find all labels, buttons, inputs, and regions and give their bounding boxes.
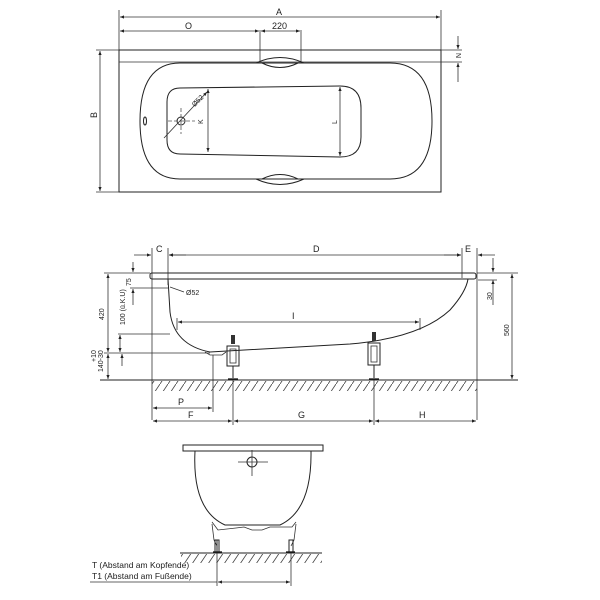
side-basin-profile [167,278,469,353]
label-B: B [89,112,99,118]
basin-outline [139,62,433,180]
label-C: C [156,244,163,254]
foot-right [367,332,381,380]
end-basin-profile [194,450,312,526]
label-F: F [188,410,194,420]
end-floor-hatch [181,554,322,563]
label-I: I [292,311,295,321]
label-D: D [313,244,320,254]
legend-T1: T1 (Abstand am Fußende) [92,571,192,581]
foot-left [226,335,240,380]
label-E: E [465,244,471,254]
end-view: T (Abstand am Kopfende) T1 (Abstand am F… [90,444,324,586]
label-P: P [178,397,184,407]
label-A: A [276,7,282,17]
label-overflow-diameter: Ø52 [186,290,199,297]
label-H: H [419,410,426,420]
label-G: G [298,410,305,420]
label-220: 220 [272,21,287,31]
label-560: 560 [504,324,511,336]
overflow-slot [143,116,147,126]
floor-hatch [152,381,477,391]
label-tolerance: +10 [91,350,98,362]
label-N: N [454,53,461,58]
side-view: C D E I [91,244,518,425]
label-L: L [332,120,339,124]
tub-rim-outline [118,49,442,193]
top-view: A O 220 N B [89,7,462,193]
legend-T: T (Abstand am Kopfende) [92,560,189,570]
label-30: 30 [487,292,494,300]
label-O: O [185,21,192,31]
label-75: 75 [126,278,133,286]
end-rim [182,444,324,452]
basin-floor [166,85,362,158]
label-140: 140-30 [98,350,105,372]
label-420: 420 [99,308,106,320]
label-K: K [198,119,205,124]
side-rim [149,272,477,280]
label-100: 100 (ü.K.U) [120,289,127,325]
